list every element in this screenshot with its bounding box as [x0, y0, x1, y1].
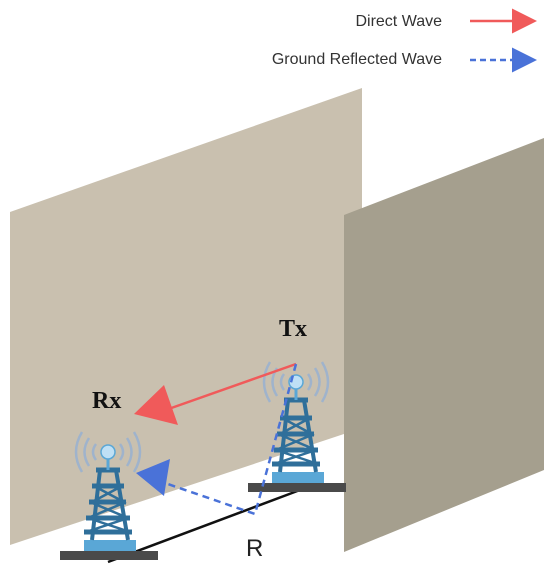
- receiver-tower: [60, 431, 158, 560]
- legend-reflected-label: Ground Reflected Wave: [272, 51, 442, 68]
- direct-wave-path: [159, 362, 297, 414]
- right-wall: [344, 138, 544, 552]
- receiver-base: [60, 551, 158, 560]
- legend-direct-label: Direct Wave: [355, 13, 442, 30]
- transmitter-tower: [248, 361, 346, 492]
- left-wall: [10, 88, 362, 545]
- distance-label: R: [246, 535, 263, 562]
- transmitter-base: [248, 483, 346, 492]
- receiver-antenna: [100, 444, 116, 460]
- transmitter-label: Tx: [279, 316, 307, 342]
- direct-wave-arrowhead: [134, 385, 178, 425]
- reflected-wave-arrowhead: [136, 459, 170, 496]
- receiver-label: Rx: [92, 388, 121, 414]
- reflected-wave-path: [161, 363, 298, 516]
- ground-distance-line: [107, 488, 301, 564]
- legend: Direct Wave Ground Reflected Wave: [272, 8, 537, 73]
